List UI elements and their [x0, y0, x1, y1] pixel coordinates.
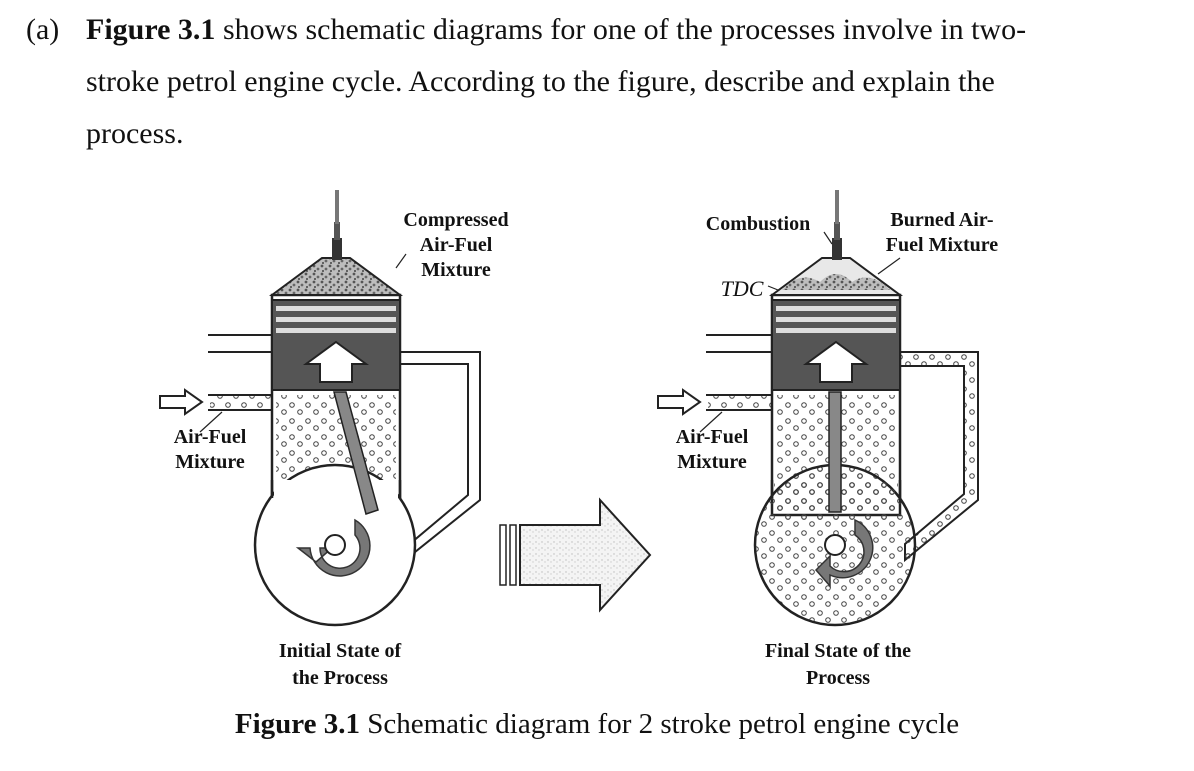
- right-burned-label-1: Burned Air-: [890, 209, 993, 231]
- left-engine: [159, 190, 481, 627]
- right-state-label-2: Process: [806, 667, 870, 689]
- left-rotation-arrow: [295, 518, 371, 577]
- right-intake-arrow: [657, 388, 702, 416]
- left-spark-plug: [332, 190, 342, 260]
- right-rotation-arrow: [814, 518, 874, 588]
- right-spark-plug: [832, 190, 842, 260]
- question-label: (a): [26, 13, 60, 46]
- question-line-3: process.: [86, 117, 184, 150]
- left-intake-arrow: [159, 388, 204, 416]
- right-burned-label-2: Fuel Mixture: [886, 234, 999, 256]
- question-line-1-text: shows schematic diagrams for one of the …: [215, 13, 1027, 46]
- left-state-label-2: the Process: [292, 667, 388, 689]
- right-connecting-rod: [828, 391, 842, 513]
- left-compressed-label-2: Air-Fuel: [420, 234, 493, 256]
- transition-arrow: [499, 497, 652, 613]
- caption-figure-ref: Figure 3.1: [234, 708, 360, 740]
- right-piston: [771, 299, 901, 391]
- caption-text: Schematic diagram for 2 stroke petrol en…: [360, 708, 960, 740]
- right-inlet-label-2: Mixture: [677, 451, 747, 473]
- left-compressed-label-1: Compressed: [403, 209, 508, 231]
- question-text: (a) Figure 3.1 shows schematic diagrams f…: [26, 4, 1176, 160]
- left-inlet-label-1: Air-Fuel: [174, 426, 247, 448]
- left-intake-port: [208, 394, 272, 411]
- figure-caption: Figure 3.1 Schematic diagram for 2 strok…: [0, 708, 1194, 741]
- left-combustion-chamber: [268, 257, 404, 296]
- left-state-label-1: Initial State of: [279, 640, 402, 662]
- question-figure-ref: Figure 3.1: [86, 13, 216, 46]
- left-connecting-rod: [333, 391, 379, 515]
- right-combustion-label: Combustion: [706, 213, 810, 235]
- right-engine: [657, 190, 979, 627]
- right-tdc-label: TDC: [721, 276, 764, 301]
- left-piston: [271, 299, 401, 391]
- left-compressed-label-3: Mixture: [421, 259, 491, 281]
- question-line-1: (a) Figure 3.1 shows schematic diagrams f…: [26, 4, 1176, 56]
- left-inlet-label-2: Mixture: [175, 451, 245, 473]
- question-line-2: stroke petrol engine cycle. According to…: [86, 65, 995, 98]
- right-state-label-1: Final State of the: [765, 640, 911, 662]
- right-inlet-label-1: Air-Fuel: [676, 426, 749, 448]
